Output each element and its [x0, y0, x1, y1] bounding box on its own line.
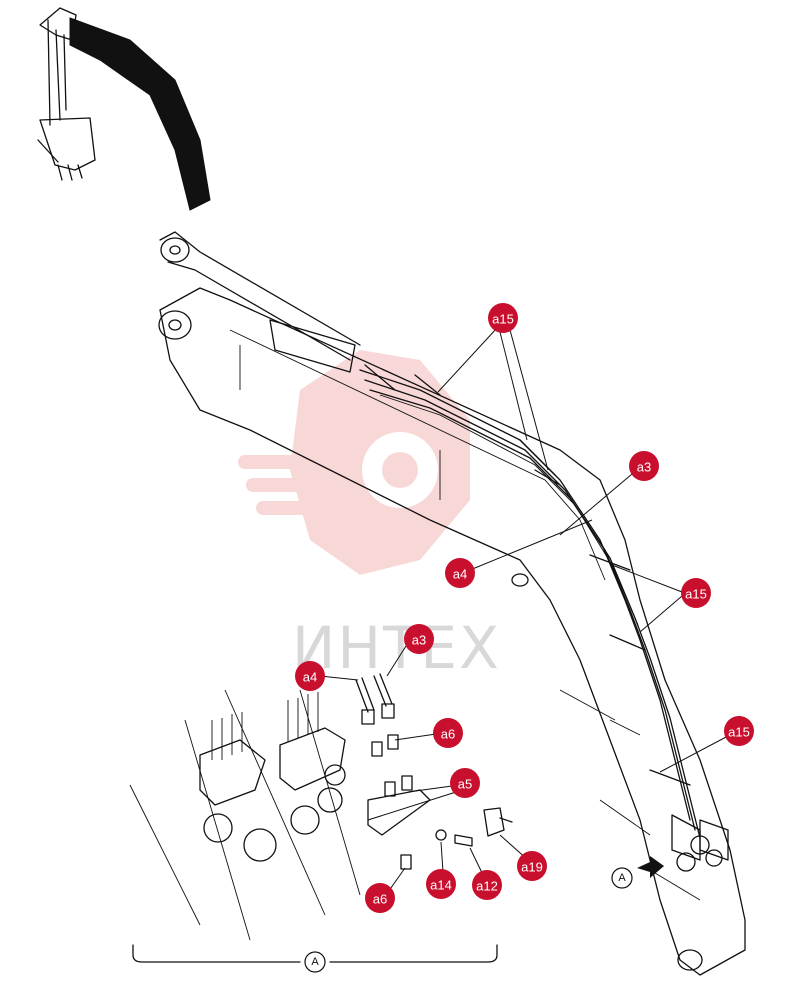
svg-text:a4: a4 [453, 567, 467, 582]
callout-a14-detail: a14 [426, 869, 456, 899]
callout-a4-main: a4 [445, 558, 475, 588]
main-boom [158, 231, 746, 976]
view-mark-label: A [618, 872, 626, 884]
svg-text:a15: a15 [728, 725, 750, 740]
svg-text:a3: a3 [637, 460, 651, 475]
hydraulic-lines [359, 364, 729, 872]
callout-a5-detail: a5 [450, 768, 480, 798]
view-arrow-icon [637, 856, 664, 878]
callout-a3-detail: a3 [404, 624, 434, 654]
view-mark-label: A [311, 956, 319, 968]
svg-text:a4: a4 [303, 670, 317, 685]
callout-a15-mid: a15 [681, 578, 711, 608]
callout-a6-lower: a6 [365, 883, 395, 913]
svg-text:a19: a19 [521, 860, 543, 875]
callout-a6-upper: a6 [433, 718, 463, 748]
watermark-text: ИНТЕХ [292, 614, 501, 682]
svg-text:a14: a14 [430, 878, 452, 893]
callout-a3-main: a3 [629, 451, 659, 481]
watermark-logo [238, 350, 470, 575]
callout-a19-detail: a19 [517, 851, 547, 881]
svg-text:a3: a3 [412, 633, 426, 648]
svg-text:a6: a6 [441, 727, 455, 742]
callout-a15-top: a15 [488, 303, 518, 333]
callout-leaders [319, 327, 729, 893]
svg-text:a15: a15 [685, 587, 707, 602]
svg-text:a5: a5 [458, 777, 472, 792]
thumbnail-excavator-arm [37, 7, 211, 211]
callout-a12-detail: a12 [472, 870, 502, 900]
svg-text:a6: a6 [373, 892, 387, 907]
svg-text:a12: a12 [476, 879, 498, 894]
detail-view-a [129, 673, 513, 941]
callout-a15-low: a15 [724, 716, 754, 746]
callout-a4-detail: a4 [295, 661, 325, 691]
view-mark-a-bracket: A [304, 951, 326, 973]
view-mark-a-boom: A [611, 867, 633, 889]
detail-bracket [132, 944, 498, 963]
svg-text:a15: a15 [492, 312, 514, 327]
